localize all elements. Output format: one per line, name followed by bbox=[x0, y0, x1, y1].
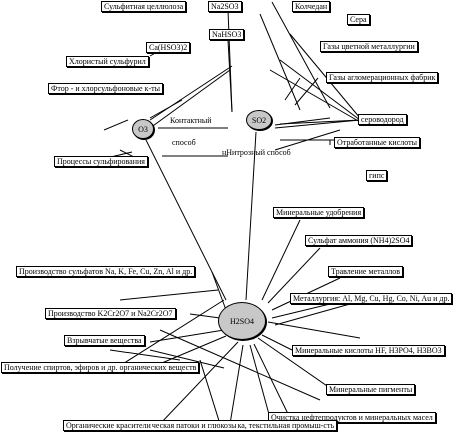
box-nahso3: NaHSO3 bbox=[209, 29, 245, 40]
link-fan-1 bbox=[259, 13, 301, 111]
link-out-k2cr bbox=[189, 313, 221, 319]
link-out-long3 bbox=[267, 321, 361, 339]
link-out-textile2 bbox=[159, 341, 239, 425]
link-out-pigments bbox=[257, 337, 331, 389]
box-pyrite: Колчедан bbox=[292, 1, 331, 12]
o3-node: O3 bbox=[132, 119, 154, 139]
box-chlorosulfuryl: Хлористый сульфурил bbox=[66, 56, 149, 67]
link-out-sulfates bbox=[211, 271, 227, 311]
box-na2so3: Na2SO3 bbox=[208, 1, 242, 12]
box-alcohols: Получение спиртов, эфиров и др. органиче… bbox=[1, 362, 200, 373]
link-fan-10 bbox=[274, 129, 341, 151]
box-k2cr2o7: Производство K2Cr2O7 и Na2Cr2O7 bbox=[45, 308, 176, 319]
link-out-metallurgy bbox=[271, 303, 331, 319]
link-out-oil bbox=[249, 344, 271, 419]
box-oil-cleaning: Очистка нефтепродуктов и минеральных мас… bbox=[268, 412, 436, 423]
contact-method-label-top: Контактный bbox=[170, 116, 212, 125]
box-ca-hso3: Ca(HSO3)2 bbox=[146, 42, 191, 53]
link-fan-7 bbox=[294, 77, 319, 106]
link-so2-h2so4 bbox=[245, 131, 257, 301]
link-out-mineral-acids bbox=[261, 334, 293, 351]
link-fan-8 bbox=[274, 119, 361, 129]
link-so2-right bbox=[279, 119, 361, 125]
link-out-metallurgy2 bbox=[274, 303, 351, 326]
box-sulfonation: Процессы сульфирования bbox=[54, 156, 148, 167]
box-textile: Органические красителическая патоки и гл… bbox=[63, 420, 338, 431]
link-o3-3 bbox=[149, 99, 183, 119]
link-fan-6 bbox=[269, 69, 361, 123]
link-out-explosives bbox=[149, 329, 225, 343]
box-sulfur: Сера bbox=[347, 14, 370, 25]
nitrous-method-label: нНитрозный способ bbox=[222, 148, 291, 157]
contact-method-label-bottom: способ bbox=[172, 138, 196, 147]
box-explosives: Взрывчатые вещества bbox=[64, 335, 145, 346]
h2so4-label: H2SO4 bbox=[229, 316, 254, 326]
so2-label: SO2 bbox=[251, 115, 267, 125]
box-sulfates: Производство сульфатов Na, K, Fe, Cu, Zn… bbox=[16, 266, 196, 277]
box-mineral-acids: Минеральные кислоты HF, H3PO4, H3BO3 bbox=[292, 345, 445, 356]
box-mineral-pigments: Минеральные пигменты bbox=[326, 384, 416, 395]
box-nonferrous-gases: Газы цветной металлургии bbox=[320, 41, 418, 52]
link-out-long bbox=[109, 299, 225, 373]
link-o3-4 bbox=[103, 119, 129, 131]
textile-part1: Органические красители bbox=[66, 421, 151, 430]
box-ammonium-sulfate: Сульфат аммония (NH4)2SO4 bbox=[305, 235, 413, 246]
o3-label: O3 bbox=[138, 124, 148, 134]
link-out-fertilizers bbox=[261, 219, 301, 301]
link-out-ammonium bbox=[267, 247, 321, 304]
box-agglomeration-gases: Газы агломерационных фабрик bbox=[326, 72, 439, 83]
box-gips: гипс bbox=[366, 170, 388, 181]
link-o3-2 bbox=[149, 69, 231, 129]
link-fan-5 bbox=[284, 77, 301, 101]
link-out-textile3 bbox=[199, 359, 221, 425]
link-out-oil2 bbox=[253, 343, 291, 419]
link-out-alcohols2 bbox=[109, 349, 181, 361]
link-out-sulfates2 bbox=[119, 289, 219, 301]
link-so2-nahso3 bbox=[227, 39, 233, 113]
so2-node: SO2 bbox=[246, 110, 272, 130]
box-spent-acids: Отработанные кислоты bbox=[334, 137, 420, 148]
textile-part2: ческая патоки и глюкозы bbox=[151, 421, 237, 430]
box-metallurgy: Металлургия: Al, Mg, Cu, Hg, Co, Ni, Au … bbox=[290, 293, 453, 304]
link-out-explosives2 bbox=[149, 349, 225, 369]
box-sulfite-cellulose: Сульфитная целлюлоза bbox=[101, 1, 187, 12]
box-metal-etching: Травление металлов bbox=[328, 266, 404, 277]
textile-part3: ка, текстильная промыш-сть bbox=[237, 421, 335, 430]
link-fan-2 bbox=[271, 1, 331, 109]
link-o3-1 bbox=[149, 65, 233, 121]
link-fan-4 bbox=[289, 33, 361, 119]
link-out-long2 bbox=[159, 329, 321, 401]
link-out-textile bbox=[229, 344, 244, 425]
box-mineral-fertilizers: Минеральные удобрения bbox=[273, 207, 365, 218]
h2so4-node: H2SO4 bbox=[218, 302, 266, 340]
box-hydrogen-sulfide: сероводород bbox=[358, 114, 407, 125]
link-fan-3 bbox=[279, 59, 361, 121]
box-fluoro-acids: Фтор - и хлорсульфоновые к-ты bbox=[48, 83, 163, 94]
